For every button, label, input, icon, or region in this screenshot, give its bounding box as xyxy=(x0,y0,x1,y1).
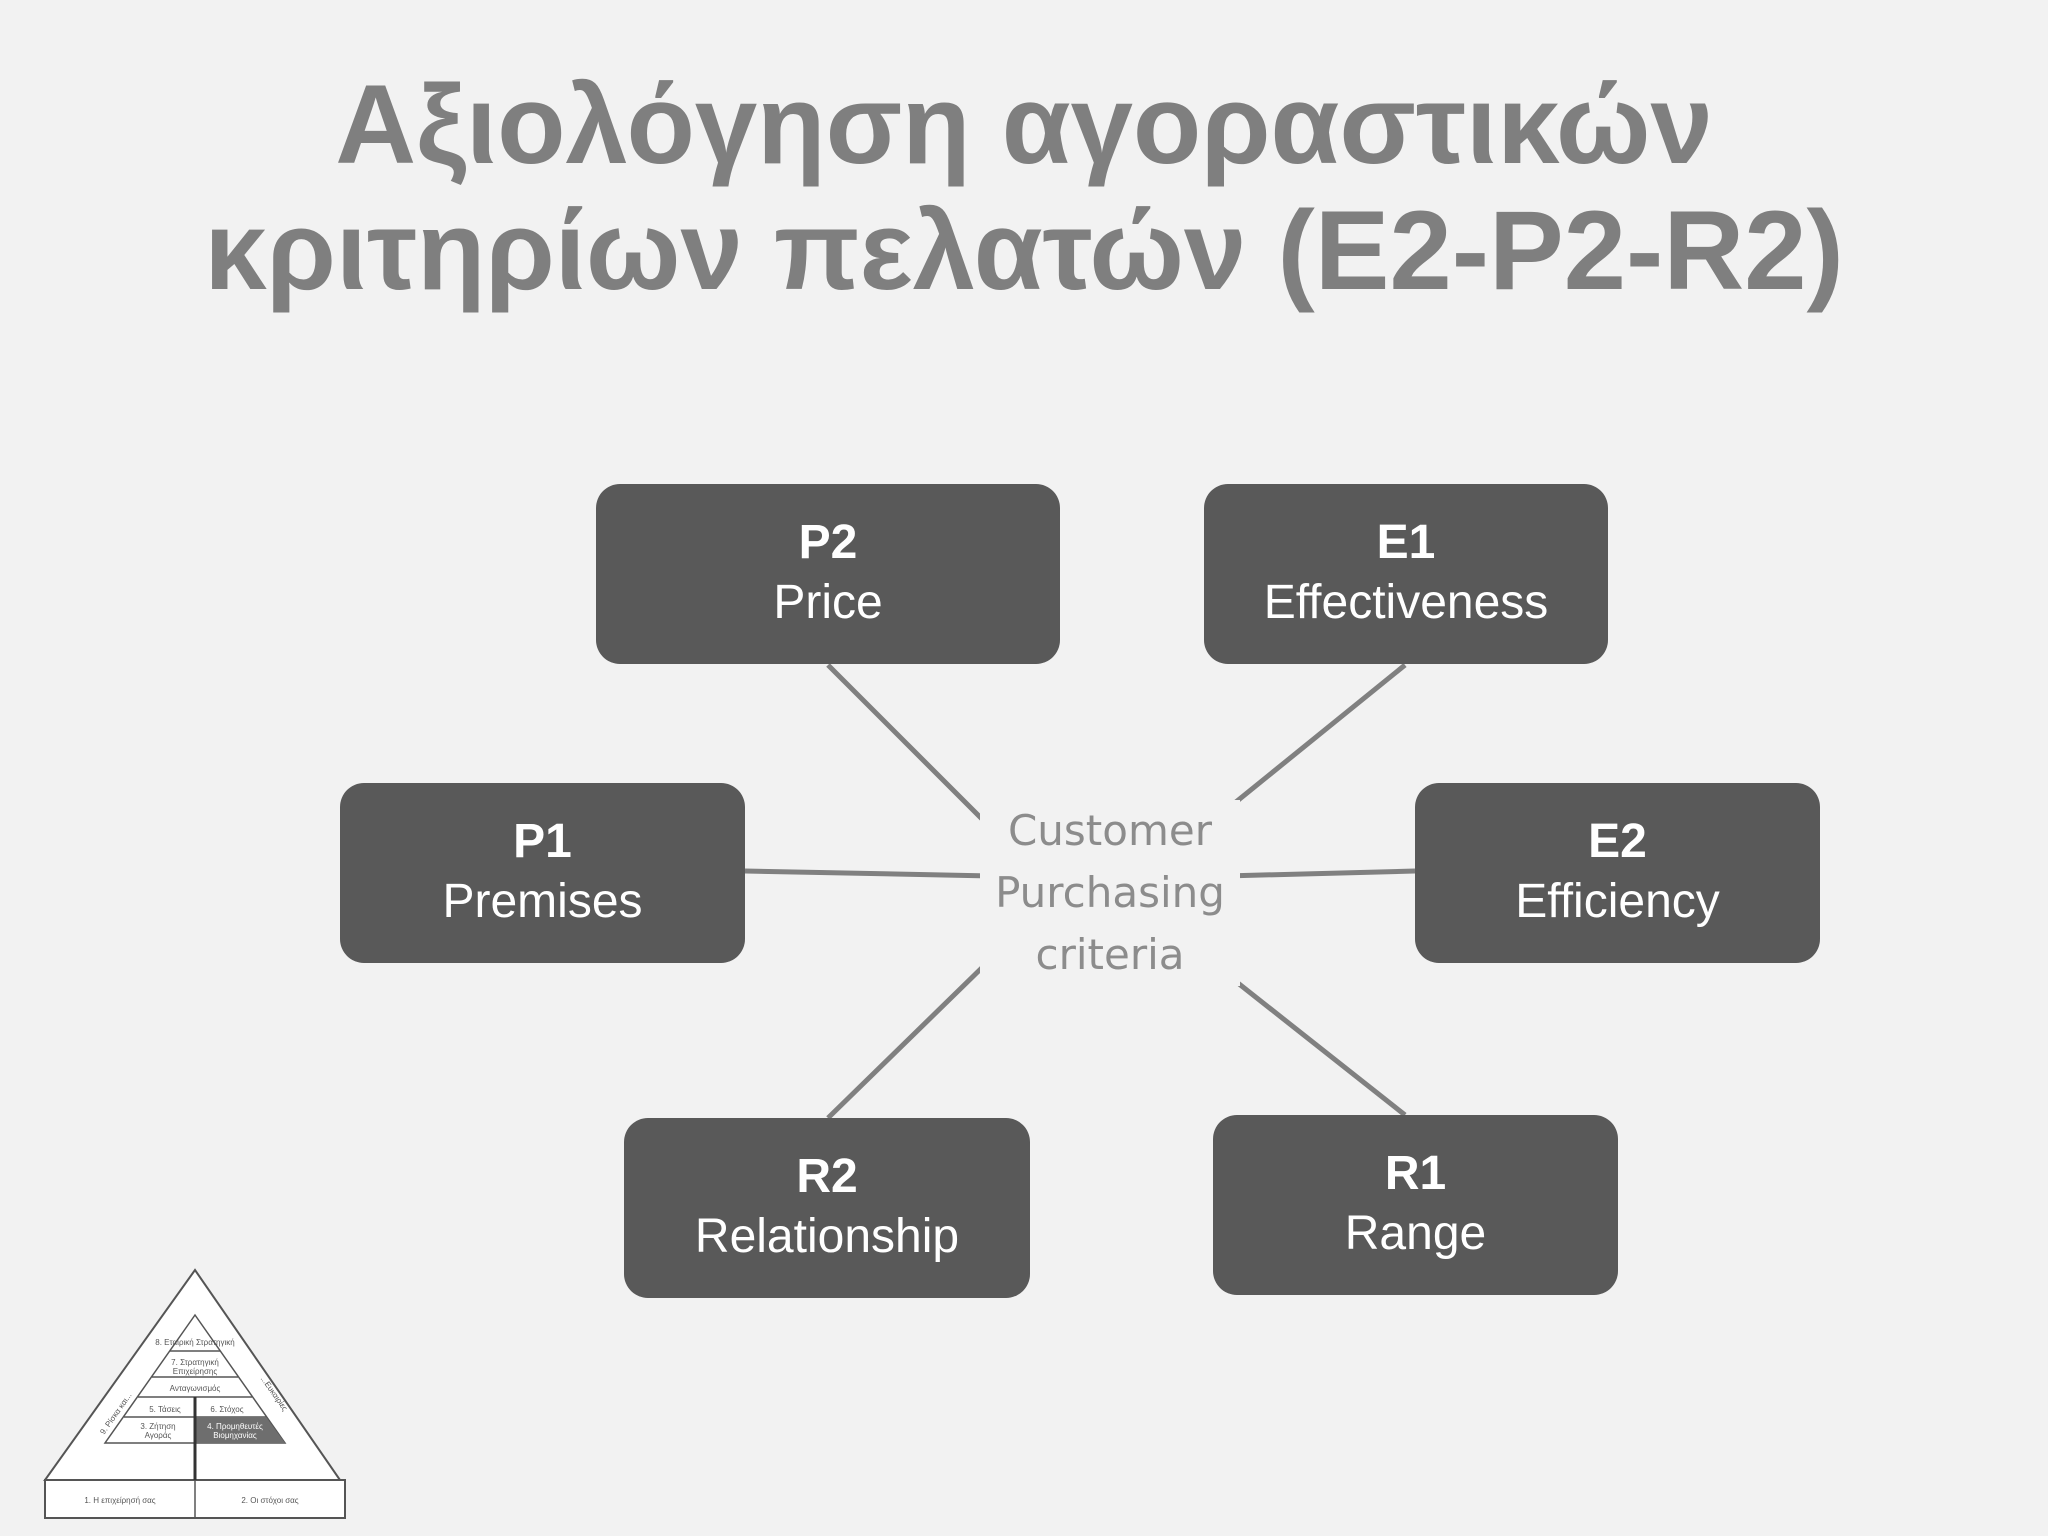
pyramid-top-label: 8. Εταιρική Στρατηγική xyxy=(155,1338,234,1347)
center-label: Customer Purchasing criteria xyxy=(980,800,1240,986)
node-code: E2 xyxy=(1588,815,1647,868)
pyramid-level6-label: 6. Στόχος xyxy=(210,1405,243,1414)
pyramid-base-right-label: 2. Οι στόχοι σας xyxy=(241,1496,298,1505)
node-label: Effectiveness xyxy=(1263,576,1549,629)
slide-title-line-1: Αξιολόγηση αγοραστικών xyxy=(335,62,1713,187)
pyramid-level3-line-1: 3. Ζήτηση xyxy=(140,1422,175,1431)
pyramid-suppliers-block xyxy=(195,1417,285,1443)
node-r1-range: R1 Range xyxy=(1213,1115,1618,1295)
pyramid-level5-label: 5. Τάσεις xyxy=(149,1405,181,1414)
pyramid-level7-line-2: Επιχείρησης xyxy=(173,1367,218,1376)
connector-p1 xyxy=(744,868,993,879)
connector-p2 xyxy=(826,663,997,834)
pyramid-competition-label: Ανταγωνισμός xyxy=(170,1384,221,1393)
node-label: Price xyxy=(773,576,883,629)
pyramid-thumbnail: 8. Εταιρική Στρατηγική 7. Στρατηγική Επι… xyxy=(43,1268,346,1519)
node-r2-relationship: R2 Relationship xyxy=(624,1118,1030,1298)
pyramid-level4-line-1: 4. Προμηθευτές xyxy=(207,1422,263,1431)
slide-title-line-2: κριτηρίων πελατών (E2-P2-R2) xyxy=(204,188,1844,313)
node-p1-premises: P1 Premises xyxy=(340,783,745,963)
pyramid-level4-line-2: Βιομηχανίας xyxy=(213,1431,257,1440)
center-label-line-3: criteria xyxy=(1035,930,1185,979)
node-p2-price: P2 Price xyxy=(596,484,1060,664)
connector-e1 xyxy=(1208,663,1407,825)
node-label: Efficiency xyxy=(1515,875,1720,928)
node-code: P1 xyxy=(513,815,572,868)
node-label: Relationship xyxy=(694,1210,960,1263)
node-e1-effectiveness: E1 Effectiveness xyxy=(1204,484,1608,664)
node-code: E1 xyxy=(1376,516,1436,569)
center-label-line-2: Purchasing xyxy=(995,868,1225,917)
pyramid-base-left-label: 1. Η επιχείρησή σας xyxy=(84,1496,155,1505)
node-code: P2 xyxy=(798,516,858,569)
node-label: Range xyxy=(1344,1207,1487,1260)
connector-r2 xyxy=(826,953,997,1120)
node-code: R2 xyxy=(796,1150,858,1203)
pyramid-level7-line-1: 7. Στρατηγική xyxy=(171,1358,219,1367)
node-code: R1 xyxy=(1384,1147,1447,1200)
connector-e2 xyxy=(1224,868,1416,879)
center-label-line-1: Customer xyxy=(1007,806,1212,855)
node-e2-efficiency: E2 Efficiency xyxy=(1415,783,1820,963)
pyramid-level3-line-2: Αγοράς xyxy=(145,1431,172,1440)
node-label: Premises xyxy=(442,875,643,928)
slide-title: Αξιολόγηση αγοραστικών κριτηρίων πελατών… xyxy=(0,62,2048,314)
